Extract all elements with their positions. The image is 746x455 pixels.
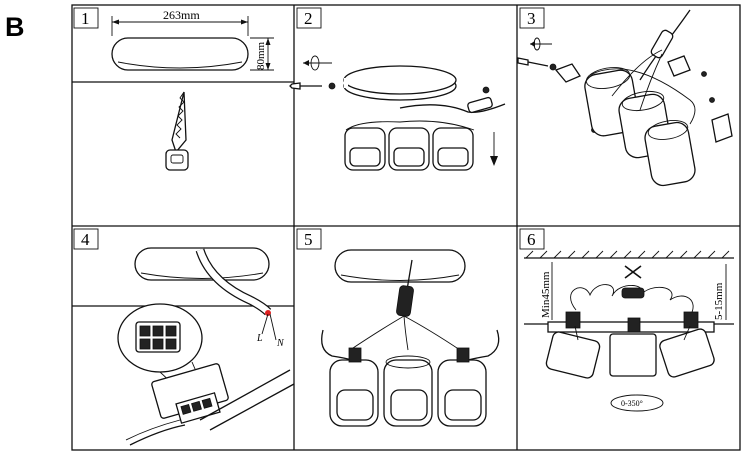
rotation-indicator (610, 394, 664, 412)
canopy-plate (111, 37, 249, 71)
rotate-arrow-icon (530, 37, 552, 51)
screwdriver-icon (289, 82, 336, 90)
step-4-number: 4 (81, 230, 90, 249)
bracket-icon (711, 113, 733, 143)
canopy-plate (334, 249, 466, 283)
height-dimension-label: 80mm (255, 41, 267, 70)
step-number-boxes: 1 2 3 4 5 6 (73, 7, 545, 250)
panel-3-attach-brackets (517, 9, 733, 187)
rotate-arrow-icon (303, 55, 332, 71)
triple-spotlight (584, 49, 696, 187)
coiled-wire (570, 284, 694, 317)
terminal-block-icon (151, 363, 229, 424)
screwdriver-icon (517, 57, 557, 71)
figure-label: B (5, 12, 25, 42)
saw-icon (165, 91, 189, 171)
down-arrow-icon (490, 132, 498, 166)
panel-5-hang-fixture (321, 249, 500, 427)
panel-1-canopy-dimensions: 263mm 80mm (111, 8, 274, 71)
triple-spotlight (329, 347, 487, 427)
connector-icon (621, 287, 645, 299)
step-2-number: 2 (304, 9, 313, 28)
step-1-number: 1 (81, 9, 90, 28)
power-wire (399, 103, 506, 113)
wire-end-marker (265, 310, 271, 316)
panel-2-mount-plate (289, 55, 506, 171)
length-dimension-label: 263mm (163, 8, 200, 22)
bracket-icon (667, 55, 691, 77)
triple-spotlight (344, 120, 475, 171)
step-3-number: 3 (527, 9, 536, 28)
terminal-block-icon (135, 321, 181, 353)
panel-6-final-adjust: Min45mm 5-15mm 0-350° (524, 250, 734, 412)
triple-spotlight (545, 311, 715, 379)
bracket-icon (554, 63, 581, 83)
step-6-number: 6 (527, 230, 536, 249)
cross-out-icon (624, 265, 642, 279)
panel-grid (71, 4, 741, 451)
screw-icon (482, 86, 490, 94)
panel-4-wiring: L N (117, 247, 295, 446)
gap-range-label: 5-15mm (713, 282, 725, 320)
live-wire-label: L (256, 333, 263, 344)
rotation-label: 0-350° (621, 399, 643, 408)
min-gap-label: Min45mm (540, 271, 552, 318)
neutral-wire-label: N (276, 338, 285, 349)
step-5-number: 5 (304, 230, 313, 249)
